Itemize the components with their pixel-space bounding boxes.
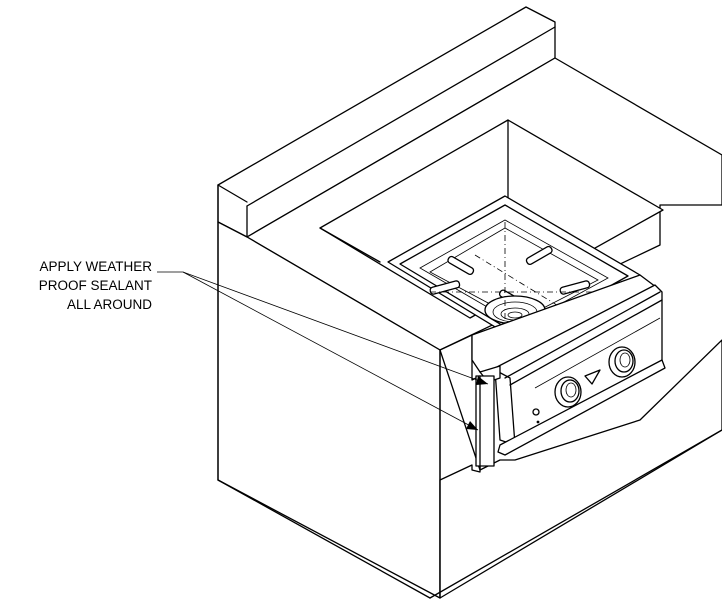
callout-line-1: APPLY WEATHER [39,259,152,274]
leader-arrow-upper [476,376,488,385]
callout-line-2: PROOF SEALANT [38,278,152,293]
control-knob-right [608,346,636,378]
control-knob-left [554,376,582,408]
leader-arrow-lower [466,421,478,430]
grate-bars [429,245,591,310]
callout-leaders [157,271,489,431]
callout-line-3: ALL AROUND [66,297,152,312]
logo-mark [584,369,601,385]
control-panel [471,274,666,471]
indicator-light [532,408,540,416]
sealant-callout: APPLY WEATHER PROOF SEALANT ALL AROUND [39,257,152,314]
